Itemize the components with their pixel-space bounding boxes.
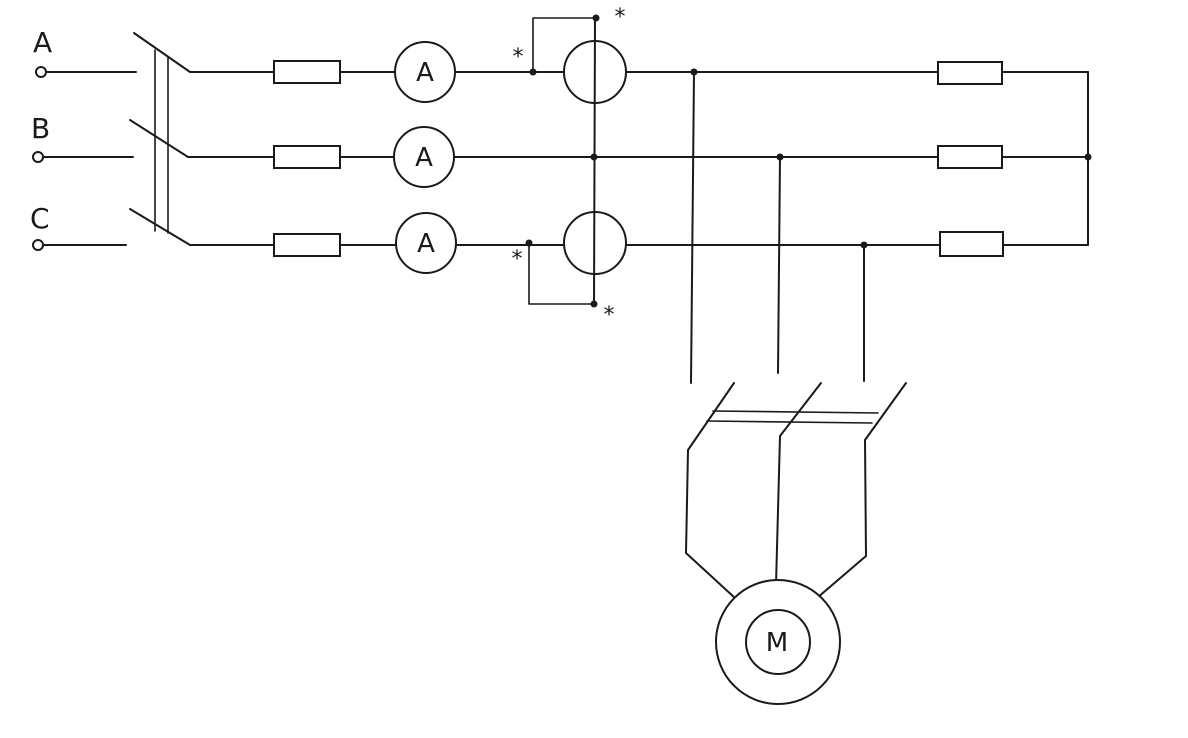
phase-a-label: A	[33, 26, 52, 59]
three-pole-switch	[129, 32, 191, 246]
ammeter-a-label: A	[416, 58, 434, 88]
wattmeter-2-node-line	[525, 239, 533, 247]
motor: M	[715, 579, 841, 705]
wattmeter-1-current-loop	[532, 17, 597, 73]
wattmeter-1-mark-left: *	[513, 45, 524, 70]
wattmeter-voltage-link	[593, 17, 596, 305]
tap-b-junction	[776, 153, 784, 161]
ammeter-b-label: A	[415, 143, 433, 173]
ammeter-b-body	[393, 126, 455, 188]
ammeter-a-body	[394, 41, 456, 103]
phase-c-input: C	[30, 202, 127, 251]
wattmeter-2-mark-left: *	[512, 247, 523, 272]
fuse-b	[273, 145, 341, 169]
fuse-a	[273, 60, 341, 84]
starter-contact-1	[685, 382, 736, 599]
switch-blade-b	[129, 119, 189, 158]
phase-b-terminal	[32, 151, 44, 163]
tap-b-wire	[777, 156, 781, 374]
wattmeter-1-mark-top: *	[615, 5, 626, 30]
ammeter-b: A	[393, 126, 455, 188]
motor-outer-ring	[715, 579, 841, 705]
wattmeter-2-mark-bottom: *	[604, 303, 615, 328]
load-star-point	[1084, 153, 1092, 161]
ammeter-a: A	[394, 41, 456, 103]
fuses	[273, 60, 341, 257]
switch-blade-c	[129, 208, 191, 246]
motor-inner-ring	[745, 609, 811, 675]
load-resistors	[937, 61, 1092, 257]
phase-c-label: C	[30, 202, 50, 235]
motor-taps	[690, 68, 868, 384]
starter-contact-3	[816, 382, 907, 599]
tap-c-junction	[860, 241, 868, 249]
load-resistor-a	[937, 61, 1003, 85]
load-resistor-b	[937, 145, 1003, 169]
starter-linkage-upper	[712, 410, 879, 414]
wattmeter-1-node-line	[529, 68, 537, 76]
wattmeter-1: * *	[513, 5, 627, 104]
wattmeter-b-junction	[590, 153, 598, 161]
phase-b-input: B	[31, 112, 134, 163]
wattmeter-2: * *	[512, 211, 627, 328]
starter-linkage-lower	[706, 420, 873, 424]
phase-c-terminal	[32, 239, 44, 251]
wattmeter-2-current-loop	[528, 242, 595, 305]
motor-label: M	[766, 628, 788, 658]
motor-starter	[685, 382, 907, 599]
tap-a-wire	[690, 71, 695, 384]
tap-a-junction	[690, 68, 698, 76]
load-resistor-c	[939, 231, 1004, 257]
starter-contact-2	[775, 382, 822, 586]
switch-blade-a	[133, 32, 191, 73]
phase-a-terminal	[35, 66, 47, 78]
fuse-c	[273, 233, 341, 257]
ammeter-c-label: A	[417, 229, 435, 259]
phase-b-label: B	[31, 112, 50, 145]
ammeter-c: A	[395, 212, 457, 274]
phase-a-input: A	[33, 26, 137, 78]
ammeter-c-body	[395, 212, 457, 274]
